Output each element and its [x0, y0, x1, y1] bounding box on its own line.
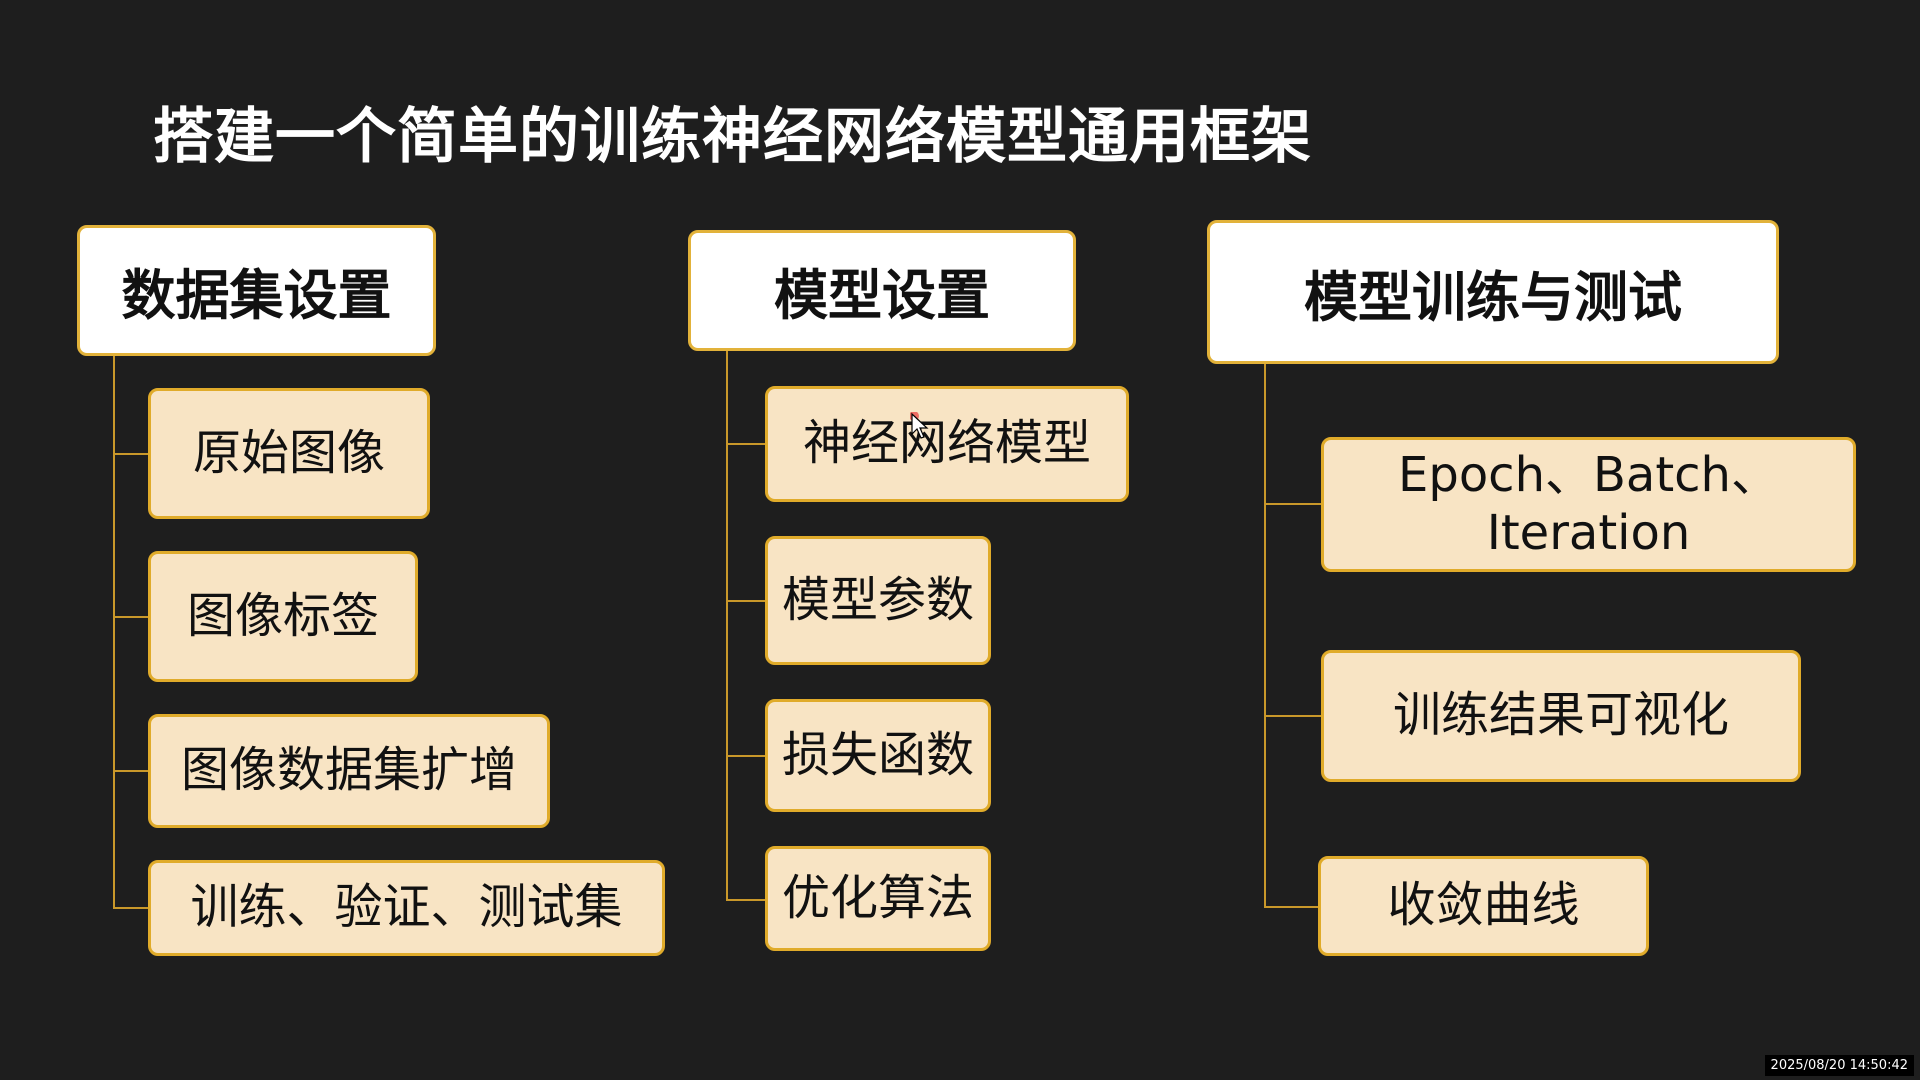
connector-line [726, 755, 765, 757]
timestamp: 2025/08/20 14:50:42 [1764, 1055, 1914, 1076]
connector-line [113, 356, 115, 908]
item-neural-network-model: 神经网络模型 [765, 386, 1129, 502]
connector-line [1264, 906, 1318, 908]
slide-title: 搭建一个简单的训练神经网络模型通用框架 [153, 102, 1312, 172]
item-data-augmentation: 图像数据集扩增 [148, 714, 550, 828]
item-image-labels: 图像标签 [148, 551, 418, 682]
item-epoch-batch-iteration: Epoch、Batch、 Iteration [1321, 437, 1856, 572]
connector-line [1264, 503, 1321, 505]
item-epoch-batch-line2: Iteration [1486, 504, 1691, 561]
item-convergence-curve: 收敛曲线 [1318, 856, 1649, 956]
connector-line [113, 453, 148, 455]
item-train-val-test-sets: 训练、验证、测试集 [148, 860, 665, 956]
header-dataset-settings: 数据集设置 [77, 225, 436, 356]
connector-line [726, 600, 765, 602]
connector-line [113, 907, 148, 909]
item-loss-function: 损失函数 [765, 699, 991, 812]
connector-line [726, 443, 765, 445]
connector-line [1264, 364, 1266, 907]
connector-line [726, 351, 728, 900]
item-training-visualization: 训练结果可视化 [1321, 650, 1801, 782]
connector-line [113, 616, 148, 618]
connector-line [113, 770, 148, 772]
mouse-cursor-icon [909, 411, 932, 444]
header-model-settings: 模型设置 [688, 230, 1076, 351]
item-model-parameters: 模型参数 [765, 536, 991, 665]
item-epoch-batch-line1: Epoch、Batch、 [1398, 446, 1779, 503]
header-training-testing: 模型训练与测试 [1207, 220, 1779, 364]
item-raw-images: 原始图像 [148, 388, 430, 519]
connector-line [726, 899, 765, 901]
connector-line [1264, 715, 1321, 717]
item-optimizer: 优化算法 [765, 846, 991, 951]
